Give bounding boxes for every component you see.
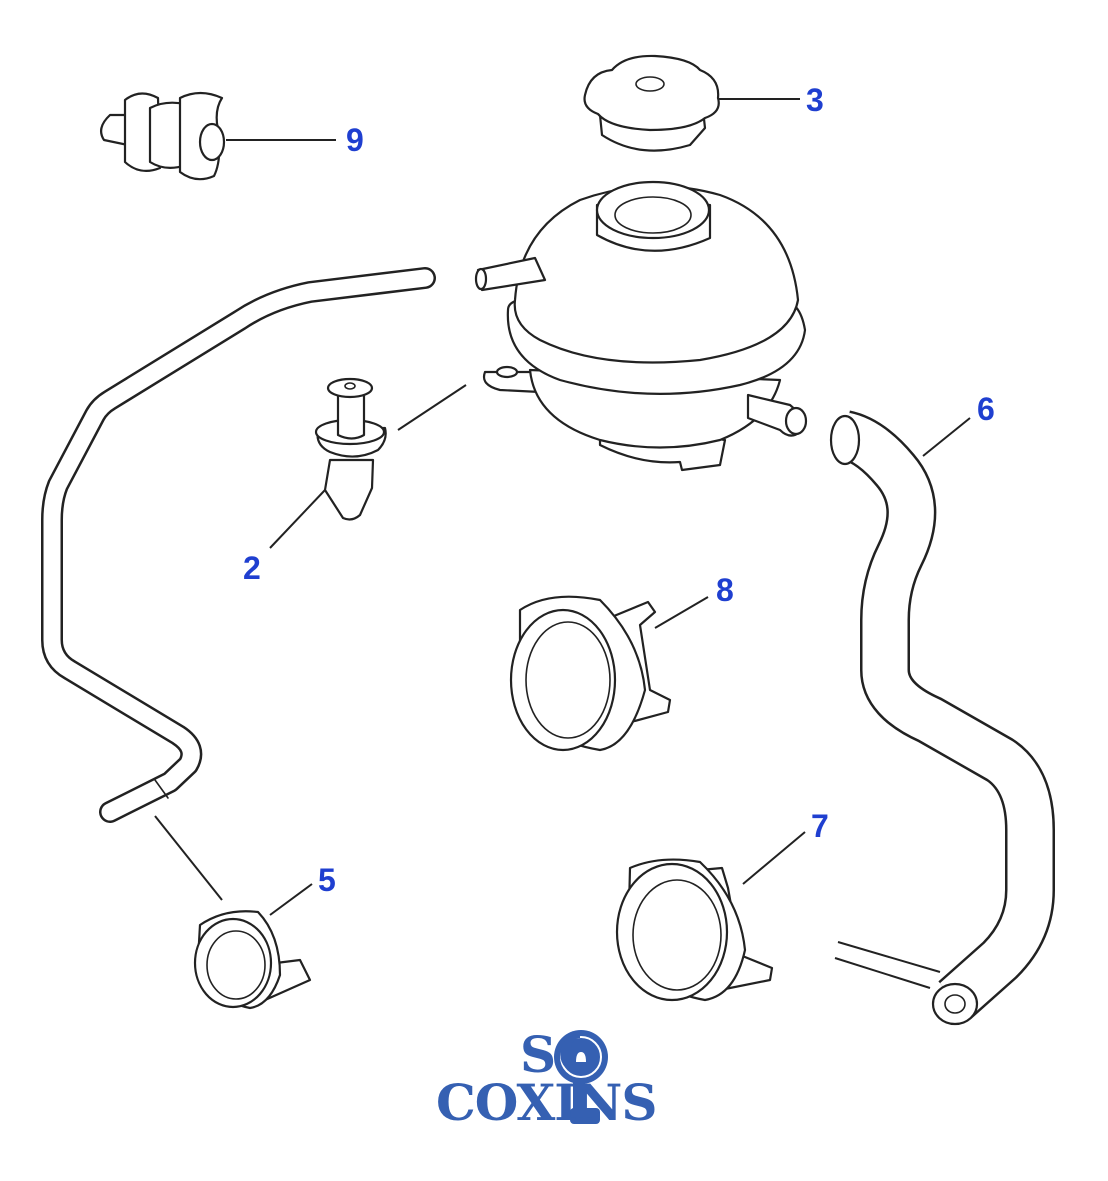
logo-line2: COXINS — [436, 1073, 657, 1132]
callout-3: 3 — [806, 82, 824, 118]
callout-9: 9 — [346, 122, 364, 158]
callout-5: 5 — [318, 862, 336, 898]
leader-7 — [742, 831, 806, 885]
logo-mark — [554, 1030, 608, 1124]
leader-6c — [834, 957, 931, 989]
part-2-push-clip — [314, 377, 387, 521]
callout-8: 8 — [716, 572, 734, 608]
part-3-cap — [583, 54, 720, 152]
part-6-hose — [829, 410, 1055, 1026]
callout-7: 7 — [811, 808, 829, 844]
leader-tank-2 — [397, 384, 467, 431]
part-expansion-tank — [474, 180, 808, 472]
leader-5 — [269, 883, 313, 916]
logo-line1: SO — [520, 1030, 580, 1080]
part-8-clamp — [509, 595, 672, 752]
part-9-grommet — [99, 91, 226, 181]
callout-2: 2 — [243, 550, 261, 586]
leader-8 — [654, 596, 709, 629]
leader-6 — [922, 417, 971, 457]
part-5-clamp — [193, 910, 312, 1010]
leader-2 — [269, 489, 326, 549]
part-hose-left — [41, 267, 436, 823]
callout-6: 6 — [977, 391, 995, 427]
leader-5a — [154, 815, 223, 901]
part-7-clamp — [615, 858, 774, 1002]
logo-line2-text: COXINS — [436, 1073, 657, 1132]
leader-6b — [837, 941, 941, 973]
